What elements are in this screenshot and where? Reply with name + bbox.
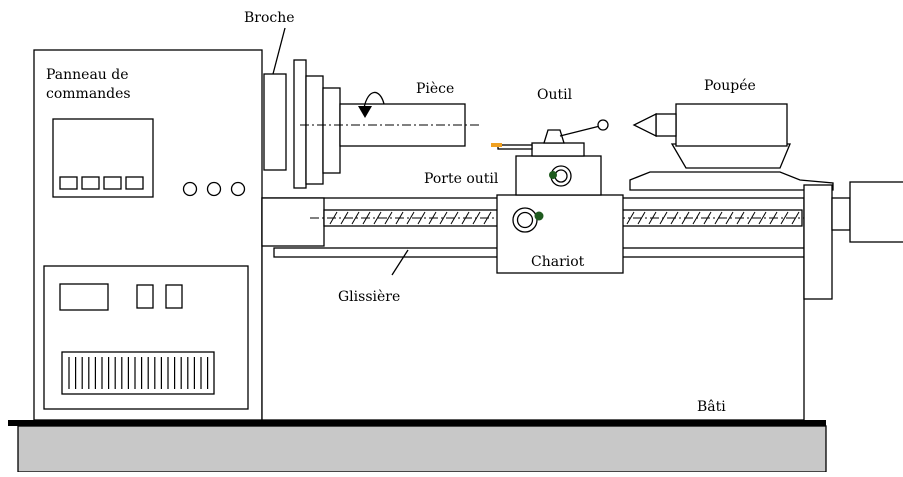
- panel-knob-3: [230, 181, 246, 197]
- panel-knob-2: [206, 181, 222, 197]
- lead-screw-thread: [725, 211, 734, 225]
- tool-tip: [491, 143, 502, 147]
- label-broche: Broche: [244, 10, 295, 26]
- label-chariot: Chariot: [531, 254, 585, 270]
- panel-key-2: [81, 176, 100, 190]
- tailstock-saddle: [670, 143, 791, 169]
- broche-leader: [272, 27, 286, 75]
- panel-knob-1: [182, 181, 198, 197]
- tailstock-center: [632, 112, 657, 138]
- lead-screw-thread: [384, 211, 393, 225]
- lead-screw-thread: [417, 211, 426, 225]
- lower-display: [59, 283, 109, 311]
- lead-screw-thread: [758, 211, 767, 225]
- tailstock-base: [629, 171, 834, 191]
- headstock-step: [261, 197, 325, 247]
- label-porte-outil: Porte outil: [424, 171, 499, 187]
- panel-key-1: [59, 176, 78, 190]
- carriage-handwheel-inner: [516, 211, 534, 229]
- grille-bars: [68, 357, 209, 389]
- lead-screw-thread: [780, 211, 789, 225]
- lead-screw-hatch: [329, 211, 800, 225]
- chuck-plate: [293, 59, 307, 189]
- tool-lever-knob: [597, 119, 609, 131]
- label-panneau-line2: commandes: [46, 86, 131, 102]
- label-glissiere: Glissière: [338, 289, 400, 305]
- rotation-arrow: [363, 91, 385, 109]
- label-piece: Pièce: [416, 81, 454, 97]
- carriage-handwheel-outer: [512, 207, 538, 233]
- motor-housing: [849, 181, 903, 243]
- carriage-pivot-dot: [534, 211, 544, 221]
- motor-coupling: [831, 197, 851, 231]
- tool-lever: [559, 125, 601, 137]
- glissiere-leader: [391, 249, 409, 276]
- lead-screw-thread: [439, 211, 448, 225]
- lead-screw-thread: [406, 211, 415, 225]
- label-poupee: Poupée: [704, 78, 756, 94]
- tailstock-body: [675, 103, 788, 147]
- floor-line: [8, 420, 826, 426]
- lead-screw-thread: [373, 211, 382, 225]
- carriage: [496, 194, 624, 274]
- lower-button-2: [165, 284, 183, 309]
- tool-shank: [497, 144, 533, 150]
- lead-screw-thread: [351, 211, 360, 225]
- lead-screw-thread: [791, 211, 800, 225]
- label-bati: Bâti: [697, 399, 726, 415]
- lead-screw-thread: [626, 211, 635, 225]
- label-panneau-line1: Panneau de: [46, 67, 129, 83]
- ground-block: [17, 425, 827, 473]
- end-support-plate: [803, 184, 833, 300]
- rotation-arrow-head: [358, 106, 372, 118]
- label-outil: Outil: [537, 87, 573, 103]
- chuck-body: [305, 75, 324, 185]
- panel-key-3: [103, 176, 122, 190]
- lower-button-1: [136, 284, 154, 309]
- spindle-housing: [263, 73, 287, 171]
- tool-post-pivot-dot: [549, 171, 557, 179]
- tool-holder: [531, 142, 585, 157]
- panel-key-4: [125, 176, 144, 190]
- chuck-jaw: [322, 87, 341, 174]
- tool-clamp: [543, 129, 565, 144]
- tailstock-quill: [655, 113, 677, 137]
- ventilation-grille: [61, 351, 215, 395]
- lead-screw-thread: [747, 211, 756, 225]
